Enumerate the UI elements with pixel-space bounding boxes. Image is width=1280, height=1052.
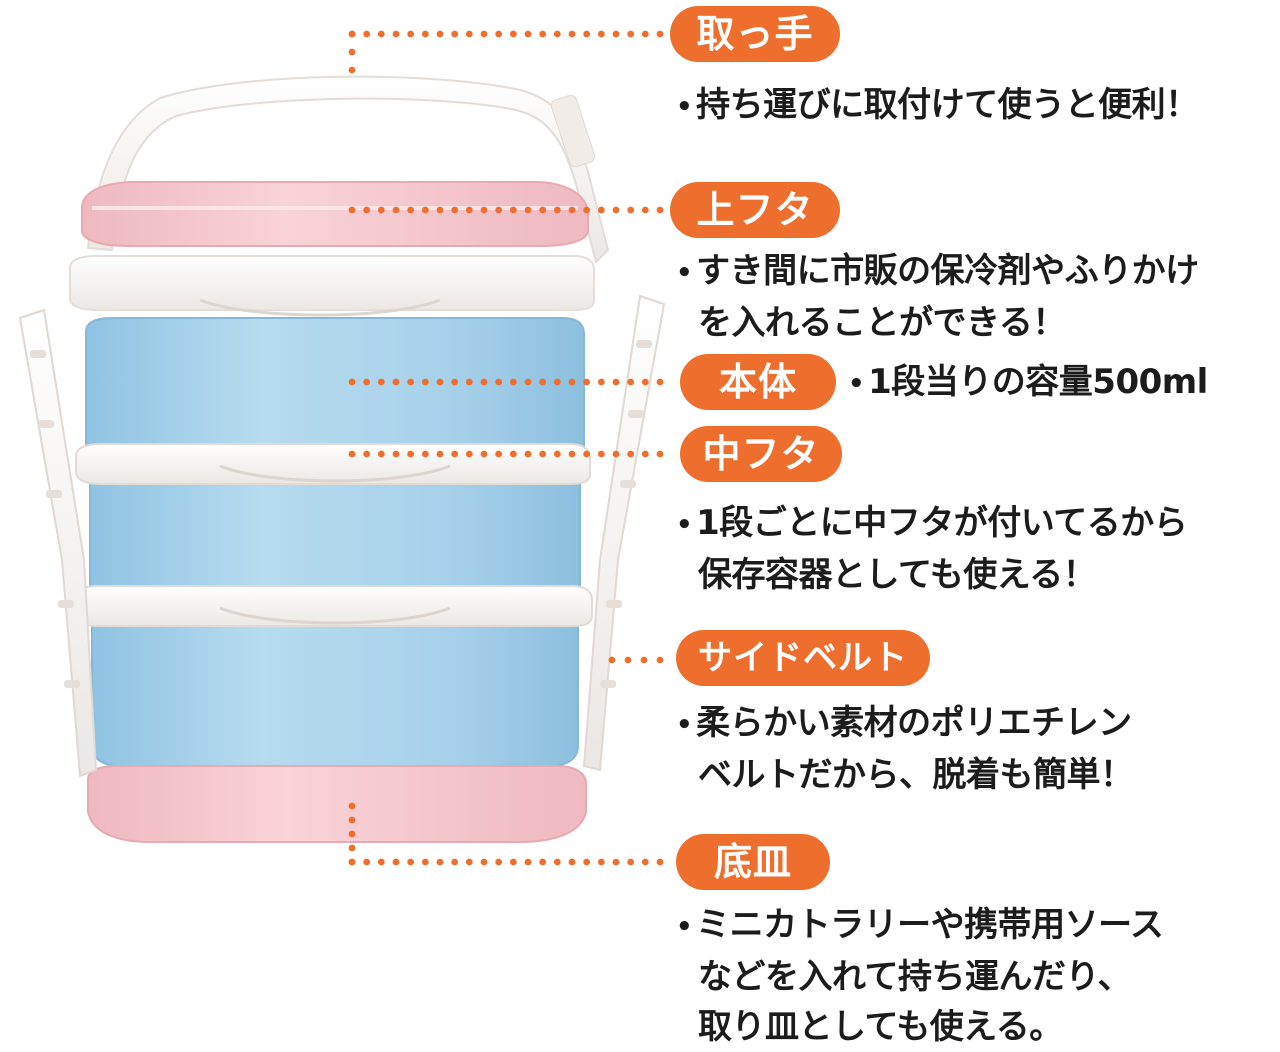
label-bottom-plate: 底皿 <box>676 834 830 890</box>
leader-lines <box>348 30 664 866</box>
bottom-plate-part <box>87 765 587 843</box>
desc-middle-lid: •1段ごとに中フタが付いてるから 保存容器としても使える！ <box>676 503 1188 595</box>
label-top-lid: 上フタ <box>670 182 840 238</box>
side-belts-part <box>18 294 666 778</box>
label-middle-lid: 中フタ <box>680 426 842 482</box>
desc-side-belt: •柔らかい素材のポリエチレン ベルトだから、脱着も簡単！ <box>676 703 1134 795</box>
upper-inner-lid-part <box>69 255 595 317</box>
middle-lid-bands <box>73 443 593 627</box>
label-body: 本体 <box>680 354 836 410</box>
label-handle: 取っ手 <box>670 6 840 62</box>
desc-top-lid: •すき間に市販の保冷剤やふりかけ を入れることができる！ <box>676 251 1199 343</box>
top-lid-part <box>81 181 589 247</box>
desc-bottom-plate: •ミニカトラリーや携帯用ソース などを入れて持ち運んだり、 取り皿としても使える… <box>676 905 1164 1047</box>
desc-handle: •持ち運びに取付けて使うと便利！ <box>676 85 1199 125</box>
desc-body: •1段当りの容量500ml <box>848 362 1208 402</box>
label-side-belt: サイドベルト <box>676 630 930 686</box>
body-part <box>85 317 585 767</box>
handle-part <box>86 75 610 264</box>
